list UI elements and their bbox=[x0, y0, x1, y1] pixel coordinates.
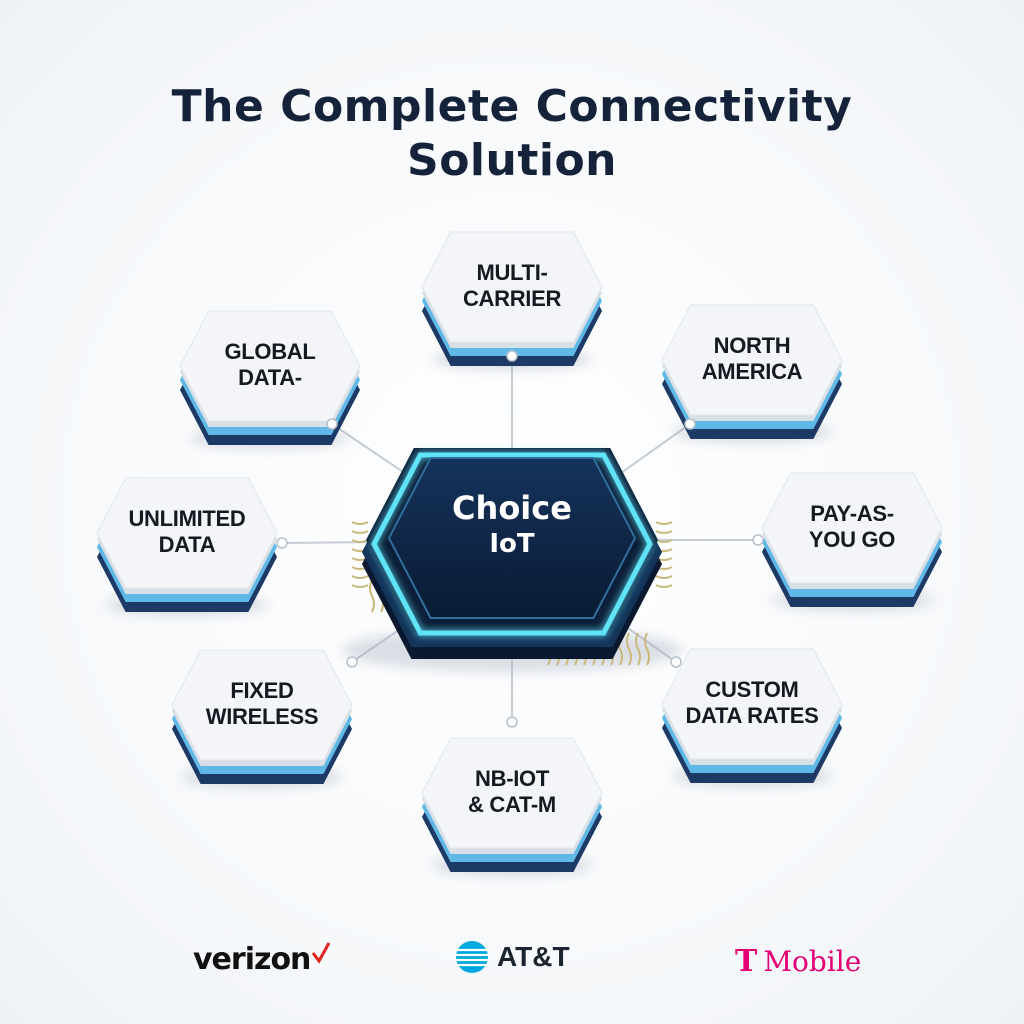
node-line-1: PAY-AS- bbox=[810, 501, 894, 526]
node-label-nb-iot-cat-m: NB-IOT & CAT-M bbox=[437, 766, 587, 818]
node-label-north-america: NORTH AMERICA bbox=[677, 333, 827, 385]
tile-north-america bbox=[661, 304, 843, 442]
tmobile-wordmark: Mobile bbox=[763, 945, 862, 978]
title-line-2: Solution bbox=[407, 135, 617, 186]
carrier-logos: verizon AT&T T Mobile bbox=[0, 930, 1024, 1000]
tile-pay-as-you-go bbox=[752, 472, 943, 610]
tile-multi-carrier bbox=[421, 231, 603, 369]
title-line-1: The Complete Connectivity bbox=[171, 81, 853, 132]
node-label-multi-carrier: MULTI- CARRIER bbox=[437, 260, 587, 312]
node-line-1: NB-IOT bbox=[475, 766, 549, 791]
tile-nb-iot-cat-m bbox=[421, 716, 603, 875]
tile-custom-data-rates bbox=[661, 648, 843, 786]
tile-global-data bbox=[179, 310, 361, 448]
tmobile-logo: T Mobile bbox=[735, 944, 861, 979]
connector-dot bbox=[506, 350, 518, 362]
tile-fixed-wireless bbox=[171, 649, 358, 787]
node-line-2: WIRELESS bbox=[205, 704, 319, 729]
att-wordmark: AT&T bbox=[497, 941, 570, 972]
node-line-2: & CAT-M bbox=[468, 792, 556, 817]
node-label-pay-as-you-go: PAY-AS- YOU GO bbox=[777, 501, 927, 553]
connector-dot bbox=[326, 418, 338, 430]
node-line-2: AMERICA bbox=[701, 359, 803, 384]
node-line-1: MULTI- bbox=[476, 260, 548, 285]
connector-dot bbox=[752, 534, 764, 546]
node-line-2: YOU GO bbox=[808, 527, 896, 552]
feature-tiles bbox=[96, 231, 943, 875]
tile-face bbox=[96, 477, 278, 589]
node-line-2: DATA RATES bbox=[685, 703, 819, 728]
check-mark-icon bbox=[312, 941, 331, 964]
globe-icon bbox=[456, 941, 488, 973]
hub-glow-ring bbox=[371, 452, 653, 636]
node-line-2: DATA- bbox=[238, 365, 302, 390]
connector-dot bbox=[670, 656, 682, 668]
node-line-1: GLOBAL bbox=[224, 339, 316, 364]
tile-face bbox=[761, 472, 943, 584]
node-label-custom-data-rates: CUSTOM DATA RATES bbox=[677, 677, 827, 729]
node-line-1: CUSTOM bbox=[705, 677, 799, 702]
verizon-logo: verizon bbox=[193, 941, 331, 977]
node-line-2: DATA bbox=[158, 532, 216, 557]
hub-chip bbox=[342, 448, 682, 672]
tmobile-t-mark: T bbox=[735, 944, 758, 979]
hub-face bbox=[387, 457, 637, 619]
att-logo: AT&T bbox=[455, 940, 570, 974]
node-label-global-data: GLOBAL DATA- bbox=[195, 339, 345, 391]
hub-label: Choice IoT bbox=[412, 488, 612, 560]
node-label-unlimited-data: UNLIMITED DATA bbox=[112, 506, 262, 558]
node-line-1: NORTH bbox=[713, 333, 791, 358]
tile-face bbox=[661, 648, 843, 760]
verizon-wordmark: verizon bbox=[193, 942, 311, 977]
tile-face bbox=[171, 649, 353, 761]
page-title: The Complete Connectivity Solution bbox=[0, 80, 1024, 188]
tile-face bbox=[421, 737, 603, 849]
hub-label-line-2: IoT bbox=[489, 529, 535, 559]
node-label-fixed-wireless: FIXED WIRELESS bbox=[187, 678, 337, 730]
connector-dot bbox=[684, 418, 696, 430]
node-line-2: CARRIER bbox=[462, 286, 562, 311]
hub-label-line-1: Choice bbox=[452, 489, 572, 527]
node-line-1: FIXED bbox=[230, 678, 294, 703]
connector-line bbox=[331, 423, 413, 479]
tile-face bbox=[661, 304, 843, 416]
node-line-1: UNLIMITED bbox=[128, 506, 246, 531]
connector-dot bbox=[346, 656, 358, 668]
tile-unlimited-data bbox=[96, 477, 288, 615]
connector-dot bbox=[506, 716, 518, 728]
connector-dot bbox=[276, 537, 288, 549]
tile-face bbox=[421, 231, 603, 343]
